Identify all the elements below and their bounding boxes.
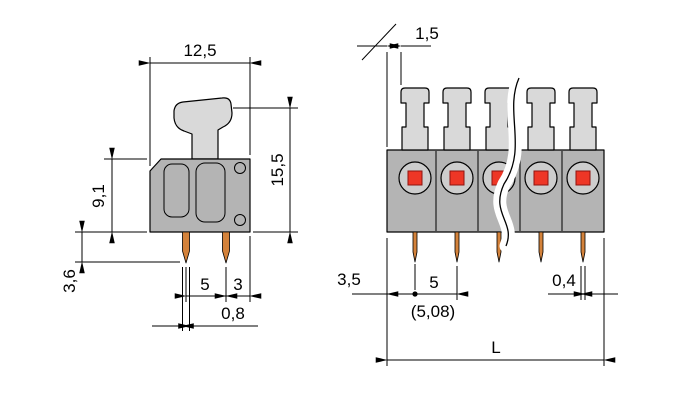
- dim-pin-thickness: 0,4: [548, 266, 618, 300]
- housing-cavity-right: [195, 162, 226, 223]
- dim-total-height: 15,5: [233, 96, 298, 244]
- dim-width: 12,5: [138, 41, 262, 166]
- dim-pin-spacing: 5 3: [174, 236, 262, 302]
- dim-body-height: 9,1: [75, 147, 147, 244]
- solder-pin-left: [182, 231, 190, 264]
- oblique-tick: [361, 23, 397, 61]
- dim-label-pin-offset: 3: [233, 275, 242, 294]
- dim-label-pin-spacing: 5: [200, 275, 209, 294]
- dim-label-pin-width: 0,8: [221, 304, 245, 323]
- dim-pin-width: 0,8: [152, 267, 258, 331]
- solder-pin-right: [222, 231, 230, 264]
- dim-pin-length: 3,6: [60, 220, 180, 293]
- housing-hole-bottom: [234, 214, 246, 226]
- dim-label-total-height: 15,5: [268, 153, 287, 186]
- side-view: [149, 97, 251, 264]
- dim-label-actuator-offset: 1,5: [415, 24, 439, 43]
- front-pole-5: [566, 87, 600, 263]
- dim-label-pitch: 5: [429, 273, 438, 292]
- dim-edge-to-pin: 3,5: [337, 238, 415, 366]
- front-pole-2: [440, 87, 474, 263]
- dim-label-pitch-alt: (5,08): [411, 302, 455, 321]
- front-view: [386, 71, 605, 263]
- dim-label-pin-thickness: 0,4: [552, 271, 576, 290]
- dim-pitch: 5 (5,08): [411, 264, 469, 321]
- front-pole-4: [524, 87, 558, 263]
- housing-cavity-left: [163, 163, 190, 218]
- dim-label-overall-length: L: [491, 338, 500, 357]
- dim-label-width: 12,5: [183, 41, 216, 60]
- dim-overall-length: L: [375, 238, 616, 366]
- dim-label-body-height: 9,1: [89, 184, 108, 208]
- actuator-lever: [173, 97, 233, 160]
- dim-label-edge-to-pin: 3,5: [337, 270, 361, 289]
- housing-hole-top: [234, 162, 246, 174]
- break-line: [499, 77, 520, 247]
- front-pole-1: [398, 87, 432, 263]
- dim-label-pin-length: 3,6: [60, 269, 79, 293]
- dim-actuator-offset: 1,5: [357, 23, 439, 147]
